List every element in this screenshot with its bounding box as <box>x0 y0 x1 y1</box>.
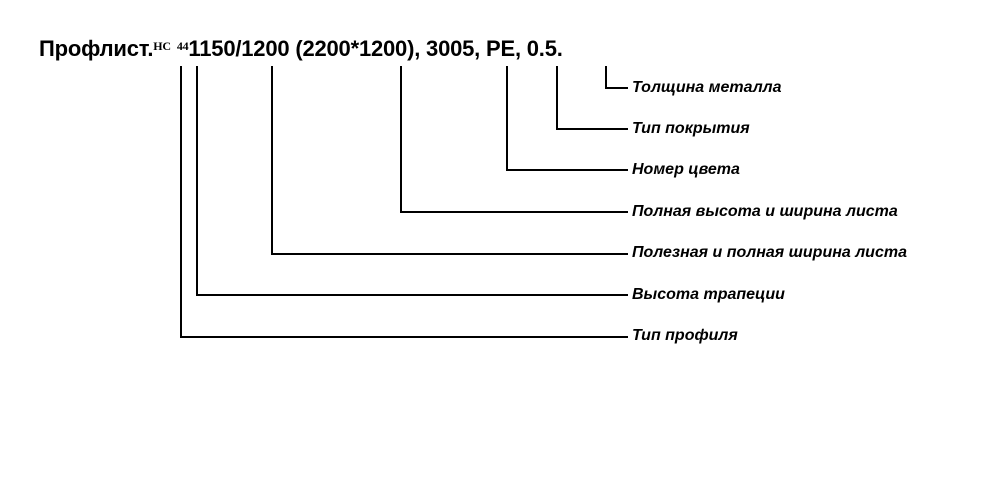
label-full-height-width: Полная высота и ширина листа <box>632 203 898 220</box>
leader-width <box>271 66 628 255</box>
leader-thickness <box>605 66 628 89</box>
leader-coating <box>556 66 628 130</box>
leader-profile-type <box>180 66 628 338</box>
trapezoid-height-code: 44 <box>176 39 189 53</box>
marking-rest: 1150/1200 (2200*1200), 3005, PE, 0.5. <box>188 36 563 61</box>
label-coating-type: Тип покрытия <box>632 120 750 137</box>
label-profile-type: Тип профиля <box>632 327 738 344</box>
label-useful-full-width: Полезная и полная ширина листа <box>632 244 907 261</box>
label-color-number: Номер цвета <box>632 161 740 178</box>
marking-string: Профлист.НС 441150/1200 (2200*1200), 300… <box>39 36 563 62</box>
marking-prefix: Профлист. <box>39 36 154 61</box>
label-metal-thickness: Толщина металла <box>632 79 782 96</box>
leader-color <box>506 66 628 171</box>
label-trapezoid-height: Высота трапеции <box>632 286 785 303</box>
leader-full-size <box>400 66 628 213</box>
profile-type-code: НС <box>153 39 171 53</box>
leader-height <box>196 66 628 296</box>
